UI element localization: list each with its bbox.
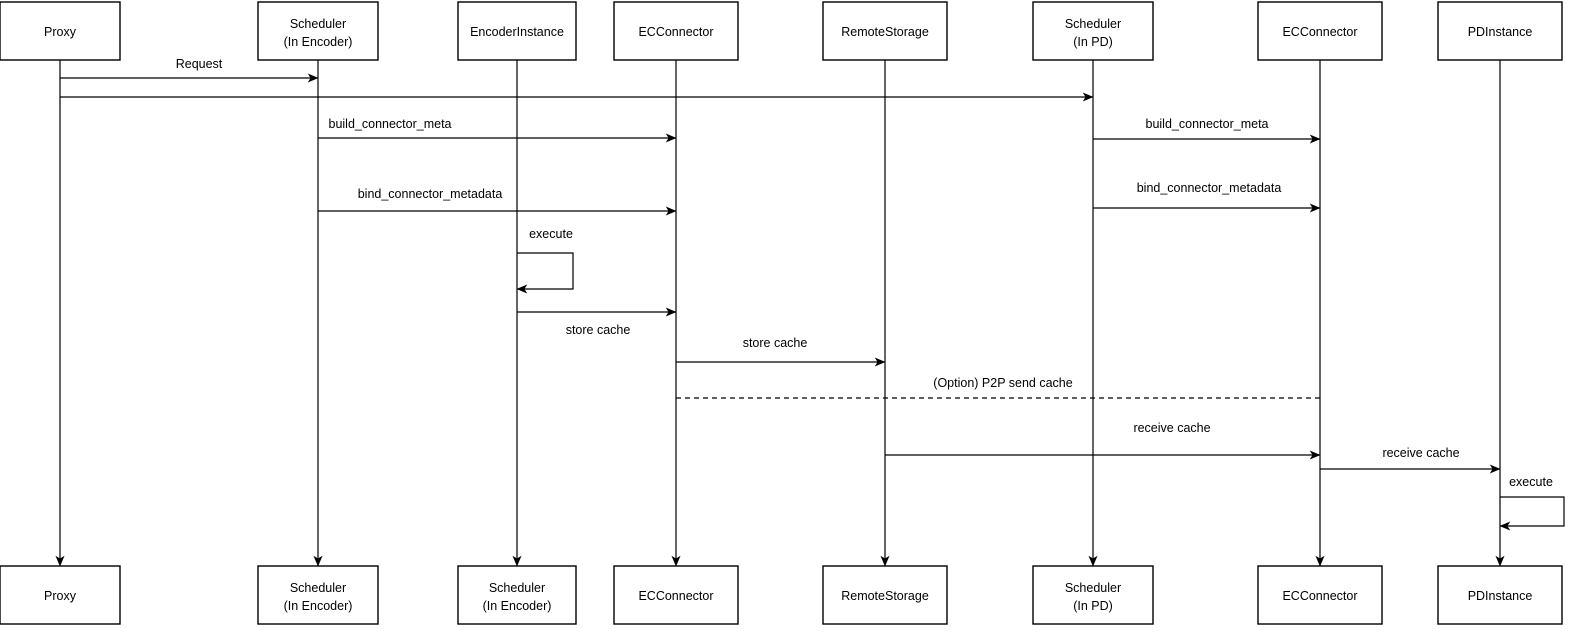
message-label-m1: Request [176, 57, 223, 71]
participant-bottom-label-sched_pd: Scheduler [1065, 581, 1121, 595]
message-label-m11: receive cache [1382, 446, 1459, 460]
participant-bottom-label-proxy: Proxy [44, 589, 77, 603]
participant-bottom-sublabel-sched_enc: (In Encoder) [284, 599, 353, 613]
participant-top-label-enc_inst: EncoderInstance [470, 25, 564, 39]
participant-bottom-label-remote: RemoteStorage [841, 589, 929, 603]
message-label-m5: bind_connector_metadata [358, 187, 503, 201]
participant-top-label-ecconn_r: ECConnector [1282, 25, 1357, 39]
participant-top-box-pdinst[interactable] [1437, 1, 1563, 61]
participant-bottom-box-sched_pd[interactable] [1032, 565, 1154, 625]
participant-bottom-sublabel-enc_inst: (In Encoder) [483, 599, 552, 613]
participant-bottom-label-ecconn_l: ECConnector [638, 589, 713, 603]
message-label-m3: build_connector_meta [329, 117, 452, 131]
participant-bottom-label-ecconn_r: ECConnector [1282, 589, 1357, 603]
self-message-s1 [516, 252, 574, 294]
participant-top-label-ecconn_l: ECConnector [638, 25, 713, 39]
participant-bottom-box-enc_inst[interactable] [457, 565, 577, 625]
participant-top-box-enc_inst[interactable] [457, 1, 577, 61]
self-message-s2 [1499, 496, 1565, 531]
participant-top-label-remote: RemoteStorage [841, 25, 929, 39]
participant-bottom-box-sched_enc[interactable] [257, 565, 379, 625]
participant-bottom-sublabel-sched_pd: (In PD) [1073, 599, 1113, 613]
bottom-participant-boxes: Proxy Scheduler (In Encoder) Scheduler (In E… [0, 565, 1563, 625]
participant-top-box-sched_pd[interactable] [1032, 1, 1154, 61]
participant-bottom-box-remote[interactable] [822, 565, 948, 625]
participant-top-box-sched_enc[interactable] [257, 1, 379, 61]
participant-bottom-box-ecconn_r[interactable] [1257, 565, 1383, 625]
participant-top-sublabel-sched_pd: (In PD) [1073, 35, 1113, 49]
self-message-label-s2: execute [1509, 475, 1553, 489]
self-message-label-s1: execute [529, 227, 573, 241]
participant-top-label-proxy: Proxy [44, 25, 77, 39]
participant-bottom-label-enc_inst: Scheduler [489, 581, 545, 595]
participant-bottom-box-proxy[interactable] [0, 565, 121, 625]
participant-top-box-ecconn_l[interactable] [613, 1, 739, 61]
participant-top-sublabel-sched_enc: (In Encoder) [284, 35, 353, 49]
participant-top-label-sched_pd: Scheduler [1065, 17, 1121, 31]
self-messages-group: execute execute [516, 227, 1565, 531]
participant-bottom-box-pdinst[interactable] [1437, 565, 1563, 625]
participant-top-box-ecconn_r[interactable] [1257, 1, 1383, 61]
participant-top-box-remote[interactable] [822, 1, 948, 61]
lifelines-group [55, 60, 1505, 567]
message-label-m7: store cache [566, 323, 631, 337]
messages-group: Request build_connector_meta build_connect… [60, 57, 1501, 474]
participant-bottom-label-sched_enc: Scheduler [290, 581, 346, 595]
top-participant-boxes: Proxy Scheduler (In Encoder) EncoderInstanc… [0, 1, 1563, 61]
participant-top-label-pdinst: PDInstance [1468, 25, 1533, 39]
message-label-m9: (Option) P2P send cache [933, 376, 1072, 390]
participant-bottom-box-ecconn_l[interactable] [613, 565, 739, 625]
participant-top-box-proxy[interactable] [0, 1, 121, 61]
participant-bottom-label-pdinst: PDInstance [1468, 589, 1533, 603]
message-label-m4: build_connector_meta [1146, 117, 1269, 131]
message-label-m6: bind_connector_metadata [1137, 181, 1282, 195]
participant-top-label-sched_enc: Scheduler [290, 17, 346, 31]
message-label-m10: receive cache [1133, 421, 1210, 435]
message-label-m8: store cache [743, 336, 808, 350]
